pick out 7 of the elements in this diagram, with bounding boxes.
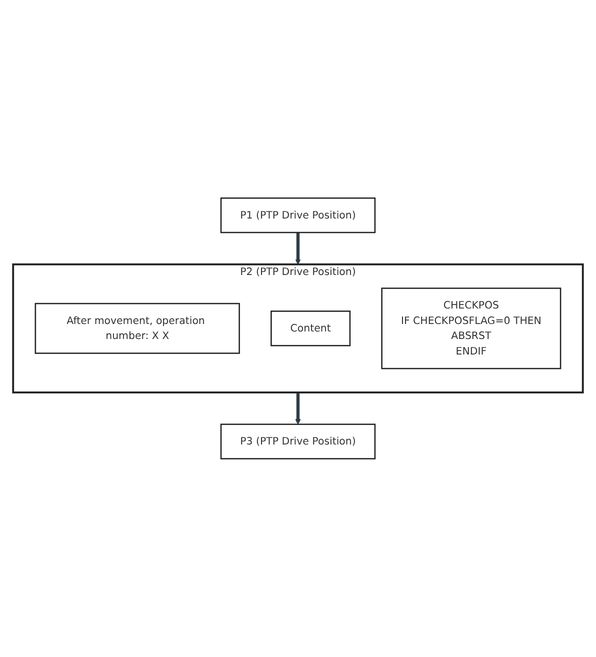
node-box: P1 (PTP Drive Position) (220, 198, 376, 234)
node-box: After movement, operation number: X X (34, 303, 240, 354)
node-box: P3 (PTP Drive Position) (220, 424, 376, 460)
arrow (295, 392, 301, 425)
node-box: CHECKPOS IF CHECKPOSFLAG=0 THEN ABSRST ENDIF (381, 288, 562, 370)
node-box: Content (270, 310, 351, 346)
arrow (295, 232, 301, 265)
